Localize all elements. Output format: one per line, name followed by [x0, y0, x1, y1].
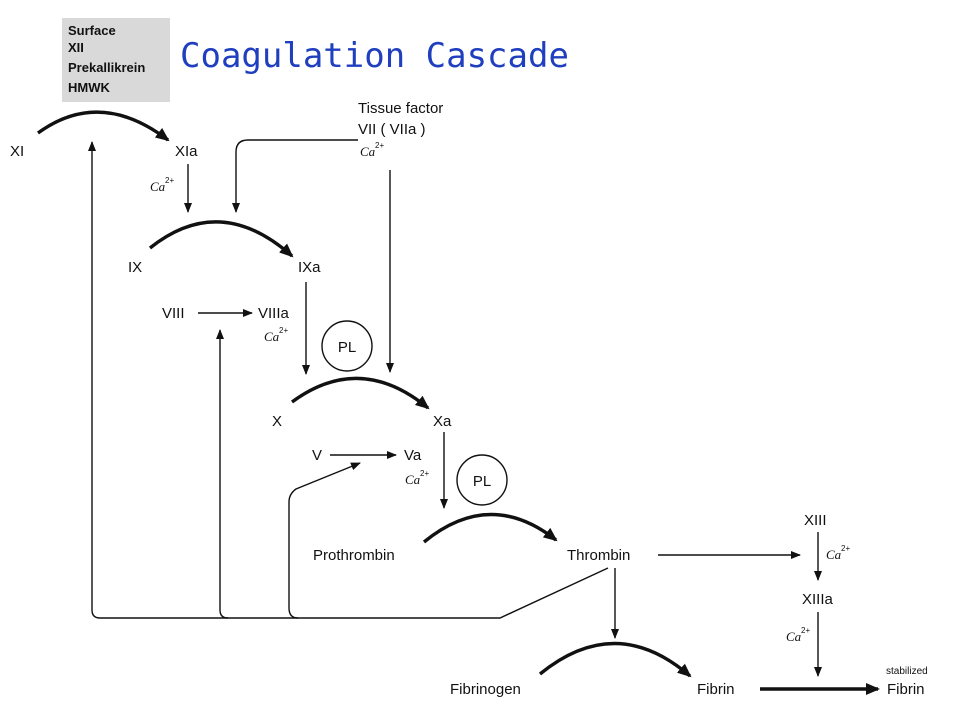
factor-viii: VIII — [162, 305, 185, 322]
calcium-va: Ca 2+ — [405, 469, 429, 487]
phospholipid-circle-2 — [456, 454, 508, 506]
contact-activation-box — [62, 18, 170, 102]
contact-xii: XII — [68, 40, 84, 55]
svg-text:Ca: Ca — [360, 144, 376, 159]
phospholipid-circle-1 — [321, 320, 373, 372]
factor-ixa: IXa — [298, 259, 321, 276]
contact-prekallikrein: Prekallikrein — [68, 60, 145, 75]
svg-text:2+: 2+ — [279, 326, 288, 335]
thrombin-feedback-xi-arrow — [88, 141, 609, 619]
contact-hmwk: HMWK — [68, 80, 110, 95]
factor-xia: XIa — [175, 143, 198, 160]
svg-text:Ca: Ca — [264, 329, 280, 344]
svg-text:2+: 2+ — [841, 544, 850, 553]
svg-text:2+: 2+ — [375, 141, 384, 150]
svg-text:Ca: Ca — [405, 472, 421, 487]
factor-xa: Xa — [433, 413, 452, 430]
calcium-xiii: Ca 2+ — [826, 544, 850, 562]
thrombin-feedback-v-arrow — [288, 462, 361, 619]
svg-text:2+: 2+ — [420, 469, 429, 478]
thrombin-feedback-viii-arrow — [216, 329, 229, 619]
factor-x: X — [272, 413, 282, 430]
calcium-xiiia: Ca 2+ — [786, 626, 810, 644]
calcium-xia: Ca 2+ — [150, 176, 174, 194]
svg-text:2+: 2+ — [165, 176, 174, 185]
svg-text:Ca: Ca — [786, 629, 802, 644]
factor-ix: IX — [128, 259, 142, 276]
page-title: Coagulation Cascade — [180, 36, 569, 76]
prothrombin-activation-arrow — [422, 512, 558, 544]
fibrinogen: Fibrinogen — [450, 681, 521, 698]
ix-activation-arrow — [148, 220, 294, 258]
fibrinogen-activation-arrow — [538, 641, 692, 678]
thrombin: Thrombin — [567, 547, 630, 564]
factor-xiiia: XIIIa — [802, 591, 834, 608]
contact-surface: Surface — [68, 23, 116, 38]
calcium-tf: Ca 2+ — [360, 141, 384, 159]
x-activation-arrow — [290, 376, 430, 410]
calcium-viiia: Ca 2+ — [264, 326, 288, 344]
stabilized-label: stabilized — [886, 666, 928, 677]
svg-text:Ca: Ca — [150, 179, 166, 194]
phospholipid-label-1: PL — [338, 339, 356, 356]
svg-text:2+: 2+ — [801, 626, 810, 635]
tissue-factor-label: Tissue factor — [358, 100, 443, 117]
factor-vii-label: VII ( VIIa ) — [358, 121, 426, 138]
factor-viiia: VIIIa — [258, 305, 290, 322]
stabilized-fibrin: Fibrin — [887, 681, 925, 698]
fibrin: Fibrin — [697, 681, 735, 698]
factor-xiii: XIII — [804, 512, 827, 529]
factor-xi: XI — [10, 143, 24, 160]
xi-activation-arrow — [37, 110, 170, 142]
prothrombin: Prothrombin — [313, 547, 395, 564]
factor-va: Va — [404, 447, 422, 464]
svg-text:Ca: Ca — [826, 547, 842, 562]
factor-v: V — [312, 447, 322, 464]
phospholipid-label-2: PL — [473, 473, 491, 490]
tf-to-ix-arrow — [232, 139, 358, 213]
